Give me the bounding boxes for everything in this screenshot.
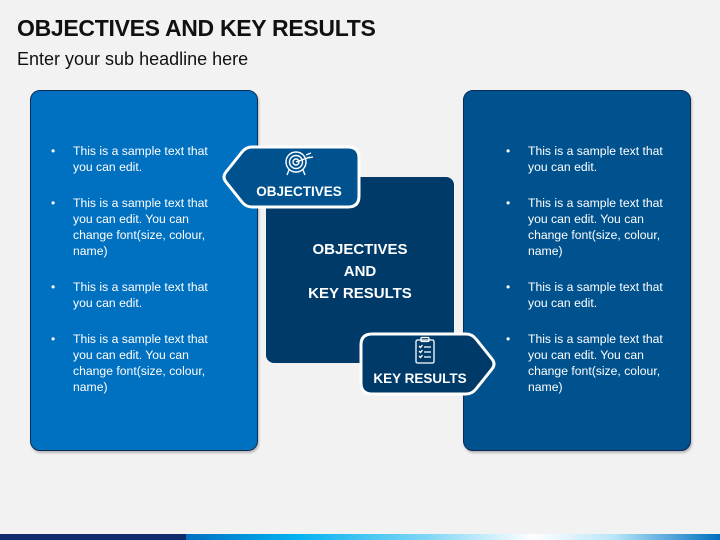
- bullet-icon: •: [506, 144, 511, 158]
- bullet-icon: •: [506, 280, 511, 294]
- objectives-tag: OBJECTIVES: [222, 144, 362, 210]
- slide-subtitle: Enter your sub headline here: [17, 49, 249, 69]
- list-item: •This is a sample text that you can edit…: [506, 332, 663, 394]
- bullet-icon: •: [51, 196, 56, 210]
- center-box: OBJECTIVES AND KEY RESULTS: [266, 177, 454, 363]
- list-item: •This is a sample text that you can edit…: [51, 144, 208, 174]
- objectives-tag-label: OBJECTIVES: [256, 184, 342, 199]
- bullet-icon: •: [51, 144, 56, 158]
- list-item: •This is a sample text that you can edit…: [51, 196, 208, 258]
- list-item: •This is a sample text that you can edit…: [51, 332, 208, 394]
- target-icon: [285, 151, 314, 176]
- list-item: •This is a sample text that you can edit…: [51, 280, 208, 310]
- left-arrow-tag-shape: [222, 145, 361, 209]
- key-results-tag-label: KEY RESULTS: [373, 371, 467, 386]
- slide-title: OBJECTIVES AND KEY RESULTS: [17, 15, 376, 41]
- footer-dark-segment: [0, 534, 186, 540]
- bullet-icon: •: [506, 196, 511, 210]
- right-panel: •This is a sample text that you can edit…: [463, 90, 691, 451]
- clipboard-checklist-icon: [415, 336, 435, 364]
- bullet-icon: •: [506, 332, 511, 346]
- center-text: OBJECTIVES AND KEY RESULTS: [308, 241, 412, 302]
- bullet-icon: •: [51, 280, 56, 294]
- footer-bar: [0, 534, 720, 540]
- left-bullet-list: •This is a sample text that you can edit…: [31, 143, 257, 415]
- right-arrow-tag-shape: [359, 332, 496, 396]
- footer-gradient-segment: [186, 534, 720, 540]
- list-item: •This is a sample text that you can edit…: [506, 196, 663, 258]
- right-bullet-list: •This is a sample text that you can edit…: [464, 143, 690, 415]
- key-results-tag: KEY RESULTS: [358, 331, 496, 397]
- list-item: •This is a sample text that you can edit…: [506, 144, 663, 174]
- left-panel: •This is a sample text that you can edit…: [30, 90, 258, 451]
- bullet-icon: •: [51, 332, 56, 346]
- list-item: •This is a sample text that you can edit…: [506, 280, 663, 310]
